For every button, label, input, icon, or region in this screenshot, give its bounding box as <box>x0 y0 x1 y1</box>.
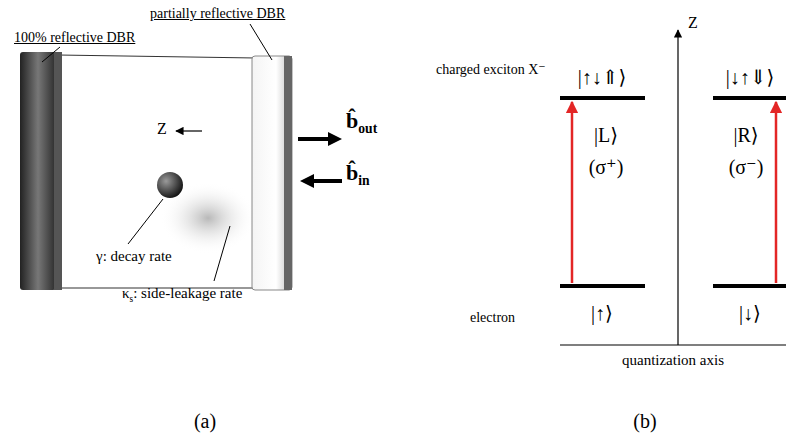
state-ket: |↓⟩ <box>739 302 761 324</box>
input-arrow-head <box>300 174 314 188</box>
part-name-group: 100% reflective DBR <box>14 30 135 46</box>
part-name: partially reflective DBR <box>150 6 285 21</box>
part-name: 100% reflective DBR <box>14 30 135 45</box>
part-name-group: partially reflective DBR <box>150 6 285 22</box>
cavity-edge <box>58 55 256 58</box>
leader-line <box>128 199 163 244</box>
level-name: charged exciton X⁻ <box>436 62 546 77</box>
polarization-ket-group: |L⟩ <box>594 124 618 147</box>
axis-label-group: Z <box>688 14 698 32</box>
dbr-mirror <box>20 52 56 290</box>
rate-label-group: κs: side-leakage rate <box>122 285 242 305</box>
state-ket: |↓↑⇓⟩ <box>726 66 775 88</box>
dbr-mirror <box>252 56 292 290</box>
state-ket-group: |↓↑⇓⟩ <box>726 66 775 89</box>
polarization-label: (σ⁺) <box>589 156 624 178</box>
state-ket: |↑↓⇑⟩ <box>578 66 627 88</box>
leader-line <box>42 47 60 62</box>
dbr-mirror-edge <box>54 52 62 290</box>
signal-name-group: b̂out <box>346 108 377 137</box>
energy-level <box>560 96 645 100</box>
panel-label: (a) <box>194 410 216 432</box>
state-ket: |↑⟩ <box>591 302 613 324</box>
state-ket-group: |↑↓⇑⟩ <box>578 66 627 89</box>
energy-level <box>713 284 786 288</box>
output-arrow <box>298 137 330 141</box>
rate-label: κ <box>122 285 130 301</box>
signal-name-group: b̂in <box>346 160 370 189</box>
transition-arrow <box>571 102 574 283</box>
polarization-ket: |L⟩ <box>594 124 618 146</box>
panel-label-group: (a) <box>194 410 216 433</box>
panel-label: (b) <box>633 410 656 432</box>
rate-label: γ: decay rate <box>96 248 172 264</box>
subscript: in <box>358 173 369 188</box>
energy-level <box>560 284 645 288</box>
signal-name: b̂ <box>346 160 358 185</box>
z-axis <box>677 30 678 345</box>
subscript: s <box>130 294 134 304</box>
quantum-dot <box>157 172 183 198</box>
polarization-label: (σ⁻) <box>729 156 764 178</box>
energy-level <box>713 96 786 100</box>
level-name-group: electron <box>470 310 515 326</box>
state-ket-group: |↓⟩ <box>739 302 761 325</box>
polarization-ket-group: |R⟩ <box>733 124 758 147</box>
axis-label: Z <box>157 120 167 137</box>
polarization-label-group: (σ⁻) <box>729 156 764 179</box>
polarization-label-group: (σ⁺) <box>589 156 624 179</box>
state-ket-group: |↑⟩ <box>591 302 613 325</box>
input-arrow <box>312 179 342 183</box>
rate-label-group: γ: decay rate <box>96 248 172 265</box>
axis-name-group: quantization axis <box>622 352 724 369</box>
axis-label: Z <box>688 14 698 31</box>
signal-name: b̂ <box>346 108 358 133</box>
axis-label-group: Z <box>157 120 167 138</box>
dbr-mirror-edge <box>284 56 292 290</box>
baseline <box>560 344 786 345</box>
subscript: out <box>358 121 377 136</box>
output-arrow-head <box>328 132 342 146</box>
transition-arrow <box>775 102 778 283</box>
level-name: electron <box>470 310 515 325</box>
level-name-group: charged exciton X⁻ <box>436 62 546 78</box>
z-arrow <box>176 130 202 131</box>
polarization-ket: |R⟩ <box>733 124 758 146</box>
rate-label: : side-leakage rate <box>133 285 242 301</box>
axis-name: quantization axis <box>622 352 724 368</box>
panel-label-group: (b) <box>633 410 656 433</box>
leader-line <box>214 226 230 281</box>
leader-line <box>250 24 272 60</box>
